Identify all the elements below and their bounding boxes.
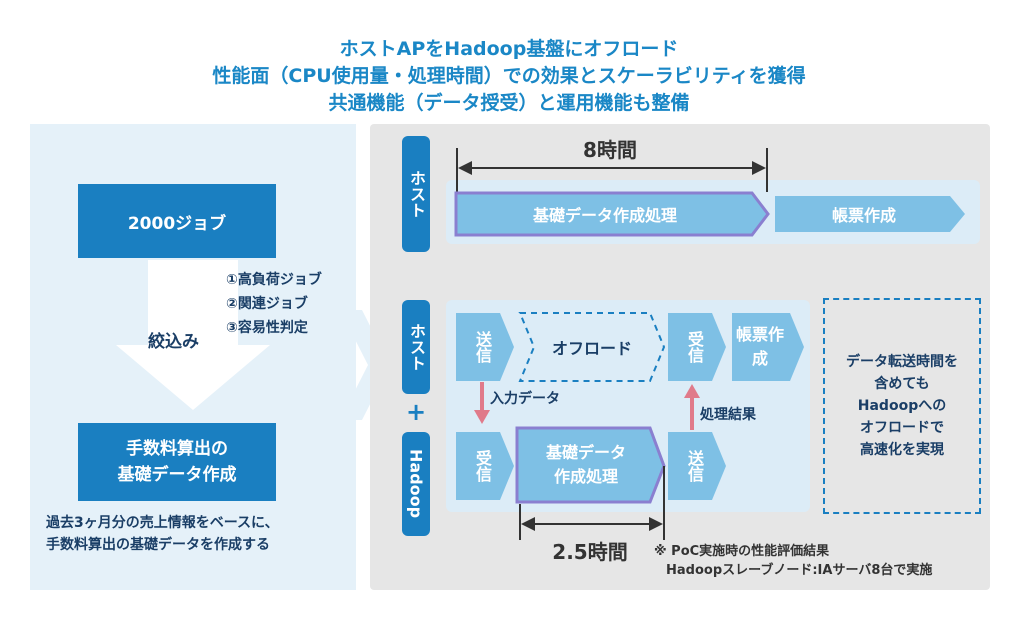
result-box-line: 基礎データ作成 <box>117 465 237 485</box>
after-duration: 2.5時間 <box>552 540 628 564</box>
result-box-line: 手数料算出の <box>126 439 228 459</box>
criteria-item: ②関連ジョブ <box>226 296 308 312</box>
before-step2-shape <box>775 196 965 232</box>
after-hadoop-tab: Hadoop <box>402 432 430 536</box>
recv2-shape <box>456 432 514 500</box>
side-note-line: データ転送時間を <box>846 354 958 370</box>
report-label: 帳票作成 <box>736 325 785 368</box>
side-note-box: データ転送時間を 含めても Hadoopへの オフロードで 高速化を実現 <box>823 298 981 514</box>
before-step1-label: 基礎データ作成処理 <box>532 206 677 225</box>
offload-label: オフロード <box>551 339 632 358</box>
before-host-tab: ホスト <box>402 136 430 252</box>
process-label-line: 基礎データ <box>545 443 626 462</box>
before-step2-label: 帳票作成 <box>831 206 896 225</box>
result-box: 手数料算出の 基礎データ作成 <box>78 423 276 501</box>
criteria-list: ①高負荷ジョブ ②関連ジョブ ③容易性判定 <box>226 268 322 340</box>
recv2-label: 受信 <box>473 450 492 482</box>
header-line-3: 共通機能（データ授受）と運用機能も整備 <box>328 92 690 114</box>
left-note-line: 過去3ヶ月分の売上情報をベースに、 <box>46 515 279 531</box>
process-label-line: 作成処理 <box>553 467 618 486</box>
process-shape <box>515 426 666 504</box>
criteria-item: ①高負荷ジョブ <box>226 272 322 288</box>
left-note-line: 手数料算出の基礎データを作成する <box>46 537 270 553</box>
result-label: 処理結果 <box>700 407 756 423</box>
report-shape <box>732 313 804 381</box>
footnote: ※ PoC実施時の性能評価結果 Hadoopスレーブノード:IAサーバ8台で実施 <box>654 542 932 580</box>
send1-label: 送信 <box>473 331 492 363</box>
recv1-shape <box>668 313 726 381</box>
plus-sign: + <box>405 398 427 426</box>
send1-shape <box>456 313 514 381</box>
before-duration: 8時間 <box>583 138 637 162</box>
footnote-line: Hadoopスレーブノード:IAサーバ8台で実施 <box>666 563 933 578</box>
footnote-line: ※ PoC実施時の性能評価結果 <box>654 544 830 559</box>
header-line-2: 性能面（CPU使用量・処理時間）での効果とスケーラビリティを獲得 <box>212 65 806 87</box>
narrow-label: 絞込み <box>148 332 199 352</box>
side-note-line: 含めても <box>874 376 930 392</box>
before-host-label: ホスト <box>407 170 426 218</box>
after-hadoop-label: Hadoop <box>406 449 426 519</box>
header-line-1: ホストAPをHadoop基盤にオフロード <box>339 38 679 60</box>
criteria-item: ③容易性判定 <box>226 320 308 336</box>
after-host-tab: ホスト <box>402 300 430 394</box>
side-note-line: 高速化を実現 <box>860 442 944 458</box>
after-host-label: ホスト <box>407 323 426 371</box>
before-step1-shape <box>454 191 770 237</box>
left-note: 過去3ヶ月分の売上情報をベースに、 手数料算出の基礎データを作成する <box>46 512 279 556</box>
result-arrow <box>684 384 700 398</box>
jobs-box: 2000ジョブ <box>78 184 276 258</box>
send2-label: 送信 <box>685 450 704 482</box>
send2-shape <box>668 432 726 500</box>
offload-shape <box>518 312 666 382</box>
side-note-line: オフロードで <box>860 420 944 436</box>
side-note-line: Hadoopへの <box>857 398 947 414</box>
narrow-down-arrow <box>116 260 270 410</box>
input-data-label: 入力データ <box>490 391 560 407</box>
input-arrow <box>474 410 490 424</box>
recv1-label: 受信 <box>685 331 704 363</box>
process-label: 基礎データ 作成処理 <box>520 430 652 500</box>
